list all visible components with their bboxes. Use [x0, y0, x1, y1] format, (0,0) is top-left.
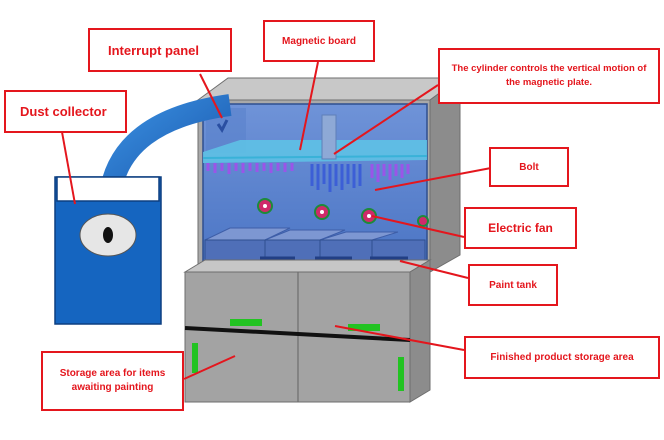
bolt-group-center: [310, 164, 362, 192]
label-paint-tank: Paint tank: [468, 264, 558, 306]
electric-fan-4: [417, 215, 429, 227]
label-dust-collector: Dust collector: [4, 90, 127, 133]
indicator-right-side: [398, 357, 404, 391]
lower-right-face: [409, 259, 431, 403]
bolt-group-left: [206, 163, 294, 174]
cylinder-note-text: The cylinder controls the vertical motio…: [451, 62, 647, 88]
electric-fan-2: [314, 204, 330, 220]
interrupt-panel-text: Interrupt panel: [108, 42, 200, 58]
dust-collector: [54, 94, 232, 325]
paint-tank-text: Paint tank: [489, 279, 537, 291]
paint-tanks: [204, 227, 426, 267]
label-magnetic-board: Magnetic board: [263, 20, 375, 62]
collector-fan-hub: [103, 227, 113, 243]
lower-top-face: [183, 259, 432, 273]
magnetic-board: [203, 140, 427, 163]
indicator-left-top: [230, 319, 262, 326]
lower-cabinet: [183, 259, 432, 403]
label-interrupt-panel: Interrupt panel: [88, 28, 232, 72]
cylinder: [321, 114, 337, 160]
finished-storage-text: Finished product storage area: [490, 352, 634, 363]
label-electric-fan: Electric fan: [464, 207, 577, 249]
shelf-divider: [184, 326, 411, 342]
electric-fan-text: Electric fan: [488, 221, 553, 235]
magnetic-board-text: Magnetic board: [282, 35, 356, 47]
bolt-group-right: [370, 164, 410, 182]
indicator-right-top: [348, 324, 380, 331]
bolt-text: Bolt: [519, 161, 539, 173]
electric-fan-1: [257, 198, 273, 214]
upper-housing: [196, 77, 462, 273]
leader-lines: [61, 61, 492, 380]
label-finished-storage: Finished product storage area: [464, 336, 660, 379]
label-bolt: Bolt: [489, 147, 569, 187]
label-storage-waiting: Storage area for items awaiting painting: [41, 351, 184, 411]
dust-collector-text: Dust collector: [20, 104, 107, 119]
interrupt-panel-icon: [216, 119, 229, 133]
indicator-left-side: [192, 343, 198, 373]
storage-waiting-text: Storage area for items awaiting painting: [59, 367, 166, 394]
label-cylinder: The cylinder controls the vertical motio…: [438, 48, 660, 104]
